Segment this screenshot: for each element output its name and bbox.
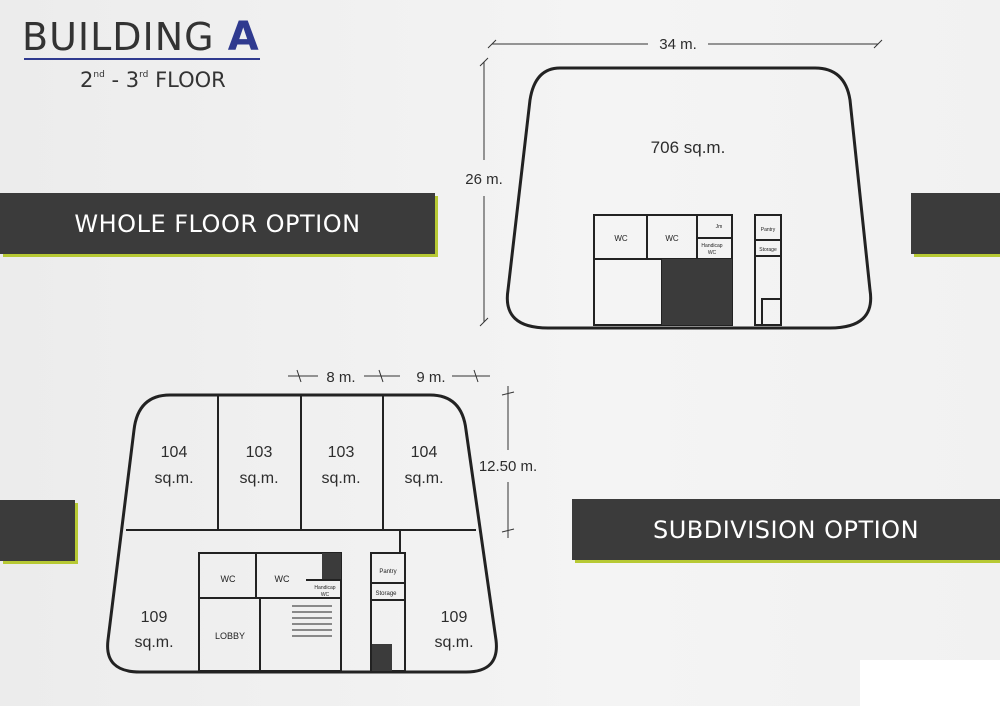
unit-1-num: 104 [161,444,188,461]
sub-depth-label: 12.50 m. [479,458,537,475]
whole-depth-label: 26 m. [465,171,503,188]
subdivision-band: SUBDIVISION OPTION [572,499,1000,560]
sub-stairs [292,605,332,637]
unit-3-unit: sq.m. [321,470,360,487]
sub-depth-dimension [501,386,515,538]
floor-word: FLOOR [155,68,226,92]
sub-pantry: Pantry [379,569,396,575]
whole-area-label: 706 sq.m. [651,138,726,157]
title-underline [24,58,260,60]
unit-2-num: 103 [246,444,273,461]
unit-left-unit: sq.m. [134,634,173,651]
sub-floor-outline [106,393,498,674]
whole-depth-dimension [479,57,489,327]
floor-from: 2 [80,68,94,92]
sub-wc2: WC [275,574,290,584]
sub-dim-a: 8 m. [326,369,355,386]
whole-wc1: WC [614,234,628,243]
right-band-edge [911,193,1000,254]
whole-handicap-wc: WC [708,250,717,256]
floor-from-sup: nd [93,70,105,80]
left-band-edge [0,500,75,561]
building-letter: A [227,14,260,60]
sub-storage: Storage [375,591,397,597]
building-title-text: BUILDING [22,15,215,59]
subdivision-label: SUBDIVISION OPTION [652,515,920,544]
sub-shaft-small [322,553,341,579]
unit-left-num: 109 [141,609,168,626]
whole-width-dimension [487,39,883,49]
whole-floor-label: WHOLE FLOOR OPTION [74,209,361,238]
corner-blank [860,660,1000,706]
whole-wc2: WC [665,234,679,243]
whole-handicap: Handicap [701,243,722,249]
sub-shaft [372,644,392,671]
whole-jm: Jm [716,224,723,230]
whole-floor-band: WHOLE FLOOR OPTION [0,193,435,254]
whole-shaft [662,259,732,325]
whole-storage: Storage [759,247,777,253]
whole-floor-outline [505,66,873,330]
sub-wc1: WC [221,574,236,584]
sub-partitions [126,396,476,672]
sub-handicap: Handicap [314,585,335,591]
sub-dim-b: 9 m. [416,369,445,386]
unit-2-unit: sq.m. [239,470,278,487]
building-title: BUILDING A [22,14,260,60]
floor-subtitle: 2nd - 3rd FLOOR [80,68,226,92]
sub-handicap-wc: WC [321,592,330,598]
floor-to: 3 [125,68,140,92]
sub-width-dimension [288,369,490,383]
unit-4-num: 104 [411,444,438,461]
floor-to-sup: rd [139,70,149,80]
floor-sep: - [104,68,126,92]
unit-right-num: 109 [441,609,468,626]
unit-right-unit: sq.m. [434,634,473,651]
unit-3-num: 103 [328,444,355,461]
unit-1-unit: sq.m. [154,470,193,487]
whole-pantry: Pantry [761,227,776,233]
unit-4-unit: sq.m. [404,470,443,487]
whole-width-label: 34 m. [659,36,697,53]
sub-lobby: LOBBY [215,631,245,641]
